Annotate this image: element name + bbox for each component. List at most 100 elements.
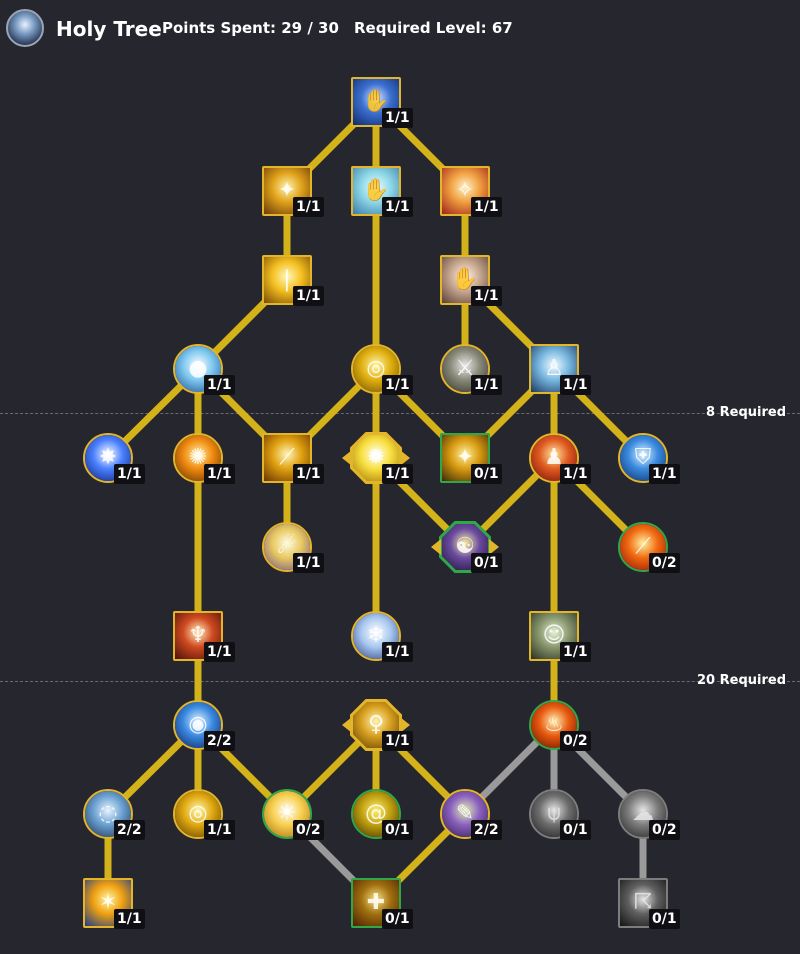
gate-label-8: 8 Required	[706, 405, 786, 420]
rune-sigil-icon-glyph: ⍦	[547, 801, 561, 826]
talent-rank: 1/1	[114, 909, 145, 929]
talent-icon-frame: ◉	[173, 700, 223, 750]
talent-node-n19[interactable]: ☯0/1	[431, 521, 502, 573]
golden-streak-icon-glyph: ⟋	[279, 445, 295, 470]
talent-icon-frame: ♀	[353, 702, 399, 748]
talent-node-n15[interactable]: ✦0/1	[439, 432, 502, 484]
talent-rank: 1/1	[293, 464, 324, 484]
talent-rank: 1/1	[382, 642, 413, 662]
choice-arrow-left-icon[interactable]	[342, 450, 352, 466]
praying-hand-light-icon-glyph: ✋	[362, 89, 390, 114]
talent-node-n1[interactable]: ✋1/1	[350, 76, 413, 128]
talent-rank: 1/1	[204, 820, 235, 840]
talent-node-n30[interactable]: @0/1	[350, 788, 413, 840]
talent-node-n9[interactable]: ⚔1/1	[439, 343, 502, 395]
talent-icon-frame: ✋	[440, 255, 490, 305]
talent-rank: 1/1	[649, 464, 680, 484]
talent-icon-frame: ✶	[83, 878, 133, 928]
holy-orb-icon-glyph: ●	[188, 356, 208, 381]
red-ascension-icon-glyph: ♟	[544, 445, 564, 470]
talent-icon-frame: ✋	[351, 77, 401, 127]
talent-node-n23[interactable]: ☺1/1	[528, 610, 591, 662]
talent-rank: 0/2	[649, 553, 680, 573]
holy-beam-icon-glyph: ✧	[455, 178, 475, 203]
talent-icon-frame: ☁	[618, 789, 668, 839]
talent-node-n35[interactable]: ✚0/1	[350, 877, 413, 929]
talent-node-n18[interactable]: ☄1/1	[261, 521, 324, 573]
talent-node-n8[interactable]: ◎1/1	[350, 343, 413, 395]
talent-node-n24[interactable]: ◉2/2	[172, 699, 235, 751]
talent-node-n31[interactable]: ✎2/2	[439, 788, 502, 840]
bubble-shield-icon-glyph: ◉	[188, 712, 208, 737]
tome-reader-icon-glyph: ✎	[455, 801, 475, 826]
talent-rank: 1/1	[114, 464, 145, 484]
talent-node-n32[interactable]: ⍦0/1	[528, 788, 591, 840]
hooded-priest-icon-glyph: ♙	[544, 356, 564, 381]
blue-starburst-icon-glyph: ✸	[98, 445, 118, 470]
talent-node-n20[interactable]: ⟋0/2	[617, 521, 680, 573]
choice-arrow-left-icon[interactable]	[431, 539, 441, 555]
talent-rank: 1/1	[293, 197, 324, 217]
talent-node-n14[interactable]: ✹1/1	[342, 432, 413, 484]
required-level: Required Level: 67	[354, 19, 513, 37]
gate-label-20: 20 Required	[697, 673, 786, 688]
talent-node-n16[interactable]: ♟1/1	[528, 432, 591, 484]
talent-node-n13[interactable]: ⟋1/1	[261, 432, 324, 484]
talent-node-n28[interactable]: ◎1/1	[172, 788, 235, 840]
split-figure-choice-icon-glyph: ☯	[455, 534, 475, 559]
talent-rank: 2/2	[114, 820, 145, 840]
talent-node-n3[interactable]: ✋1/1	[350, 165, 413, 217]
talent-node-n26[interactable]: ♨0/2	[528, 699, 591, 751]
horned-rune-icon-glyph: ♆	[188, 623, 208, 648]
choice-arrow-right-icon[interactable]	[400, 450, 410, 466]
talent-rank: 1/1	[382, 731, 413, 751]
talent-node-n11[interactable]: ✸1/1	[82, 432, 145, 484]
talent-node-n36[interactable]: ☈0/1	[617, 877, 680, 929]
golden-sparkle-icon-glyph: ✦	[277, 178, 297, 203]
talent-rank: 0/1	[471, 553, 502, 573]
talent-node-n10[interactable]: ♙1/1	[528, 343, 591, 395]
talent-rank: 0/2	[293, 820, 324, 840]
talent-rank: 1/1	[471, 197, 502, 217]
tree-title: Holy Tree	[56, 17, 162, 41]
talent-node-n34[interactable]: ✶1/1	[82, 877, 145, 929]
talent-rank: 0/1	[560, 820, 591, 840]
talent-node-n22[interactable]: ❄1/1	[350, 610, 413, 662]
talent-rank: 0/2	[560, 731, 591, 751]
talent-icon-frame: ♙	[529, 344, 579, 394]
talent-icon-frame: ☈	[618, 878, 668, 928]
talent-node-n17[interactable]: ⛨1/1	[617, 432, 680, 484]
talent-node-n21[interactable]: ♆1/1	[172, 610, 235, 662]
talent-rank: 2/2	[471, 820, 502, 840]
spiral-gold-icon-glyph: @	[365, 801, 387, 826]
open-palm-light-icon-glyph: ✋	[362, 178, 390, 203]
talent-node-n7[interactable]: ●1/1	[172, 343, 235, 395]
wind-swirl-icon-glyph: ◌	[98, 801, 118, 826]
golden-swirl-icon-glyph: ◎	[366, 356, 386, 381]
talent-node-n2[interactable]: ✦1/1	[261, 165, 324, 217]
talent-icon-frame: ☯	[442, 524, 488, 570]
winged-figure-choice-icon-glyph: ♀	[367, 712, 385, 737]
talent-icon-frame: ✦	[440, 433, 490, 483]
choice-arrow-right-icon[interactable]	[400, 717, 410, 733]
talent-rank: 1/1	[471, 375, 502, 395]
choice-arrow-left-icon[interactable]	[342, 717, 352, 733]
talent-rank: 1/1	[382, 197, 413, 217]
talent-node-n5[interactable]: ❘1/1	[261, 254, 324, 306]
talent-node-n29[interactable]: ☀0/2	[261, 788, 324, 840]
talent-icon-frame: ✋	[351, 166, 401, 216]
talent-node-n4[interactable]: ✧1/1	[439, 165, 502, 217]
talent-icon-frame: ⚔	[440, 344, 490, 394]
talent-node-n27[interactable]: ◌2/2	[82, 788, 145, 840]
sun-flare-icon-glyph: ☀	[277, 801, 297, 826]
choice-arrow-right-icon[interactable]	[489, 539, 499, 555]
talent-rank: 1/1	[382, 108, 413, 128]
talent-icon-frame: ⛨	[618, 433, 668, 483]
blessing-hand-icon-glyph: ✋	[451, 267, 479, 292]
talent-icon-frame: @	[351, 789, 401, 839]
talent-node-n12[interactable]: ✺1/1	[172, 432, 235, 484]
talent-node-n25[interactable]: ♀1/1	[342, 699, 413, 751]
talent-node-n6[interactable]: ✋1/1	[439, 254, 502, 306]
talent-node-n33[interactable]: ☁0/2	[617, 788, 680, 840]
talent-rank: 1/1	[382, 464, 413, 484]
